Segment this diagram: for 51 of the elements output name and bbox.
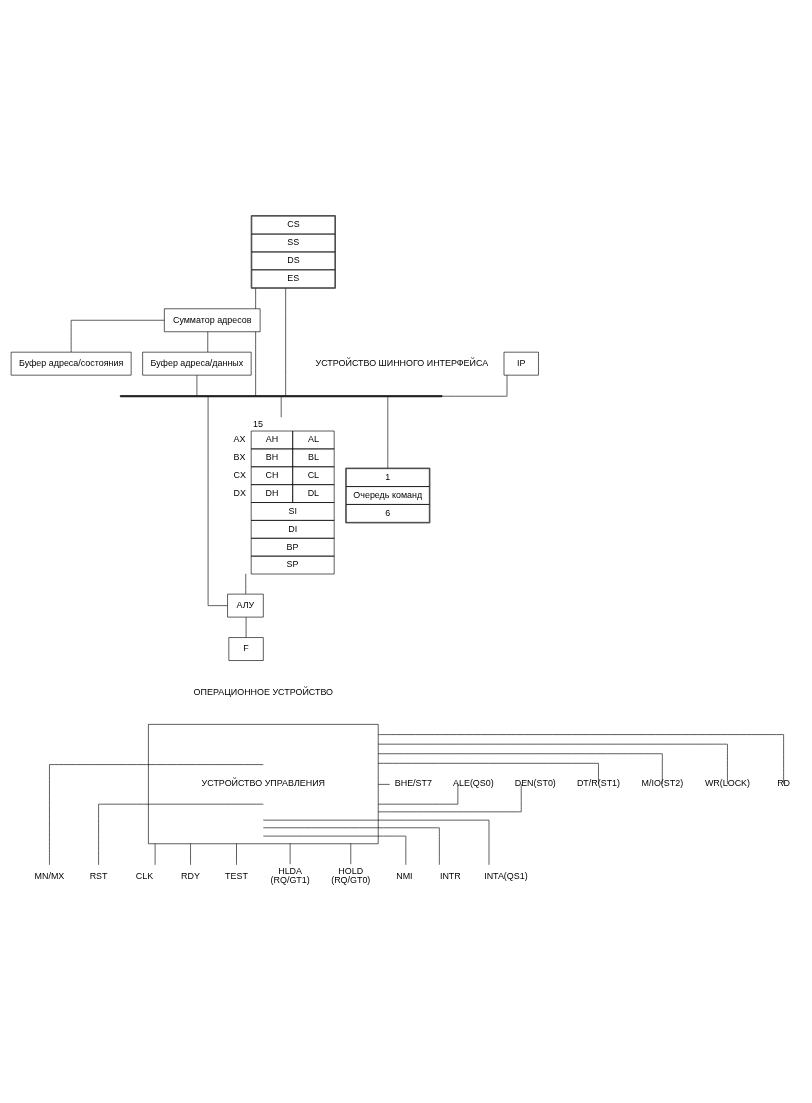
- node-text: RST: [89, 870, 108, 881]
- node-label: DX: [233, 487, 247, 498]
- label: ОПЕРАЦИОННОЕ УСТРОЙСТВО: [193, 686, 334, 697]
- connector: [377, 762, 599, 784]
- node-label: AX: [233, 433, 246, 444]
- node-text: WR(LOCK): [704, 777, 750, 788]
- node-text: TEST: [225, 870, 248, 881]
- node-text: CLK: [135, 870, 154, 881]
- connector: [387, 396, 389, 468]
- connector: [49, 763, 264, 865]
- connector: [442, 374, 508, 397]
- connector: [245, 616, 247, 638]
- node-box: АЛУ: [227, 593, 264, 617]
- node-text: DEN(ST0): [514, 777, 556, 788]
- node-text: MN/MX: [34, 870, 65, 881]
- connector: [377, 752, 663, 784]
- node-text: HOLD (RQ/GT0): [331, 865, 371, 885]
- node-text: NMI: [396, 870, 413, 881]
- connector: [255, 330, 256, 396]
- node-text: HLDA (RQ/GT1): [270, 865, 310, 885]
- node-text: BHE/ST7: [394, 777, 432, 788]
- node-box: F: [228, 636, 264, 661]
- node-text: INTA(QS1): [484, 870, 528, 881]
- connector: [255, 287, 256, 309]
- connector: [196, 374, 198, 396]
- node-text: INTR: [439, 870, 461, 881]
- node-text: ALE(QS0): [453, 777, 494, 788]
- node-text: RD: [777, 777, 791, 788]
- connector: [280, 396, 282, 418]
- node-text: M/IO(ST2): [641, 777, 684, 788]
- node-box: Сумматор адресов: [164, 307, 261, 332]
- node-label: 15: [253, 418, 264, 429]
- node-box: IP: [503, 351, 539, 375]
- node-box: Буфер адреса/данных: [142, 351, 252, 375]
- node-text: RDY: [181, 870, 200, 881]
- connector: [98, 803, 264, 865]
- label: УСТРОЙСТВО ШИННОГО ИНТЕРФЕЙСА: [315, 357, 489, 368]
- node-box: УСТРОЙСТВО УПРАВЛЕНИЯ: [148, 723, 379, 844]
- connector: [285, 287, 286, 396]
- node-text: DT/R(ST1): [576, 777, 621, 788]
- node-label: BX: [233, 451, 246, 462]
- connector: [207, 396, 228, 606]
- node-label: CX: [233, 469, 247, 480]
- connector: [263, 819, 490, 865]
- connector: [377, 733, 784, 784]
- connector: [236, 842, 237, 865]
- connector: [190, 842, 191, 865]
- connector: [263, 826, 440, 865]
- node-bar: [120, 394, 443, 397]
- node-box: Буфер адреса/состояния: [10, 351, 132, 375]
- connector: [377, 783, 391, 785]
